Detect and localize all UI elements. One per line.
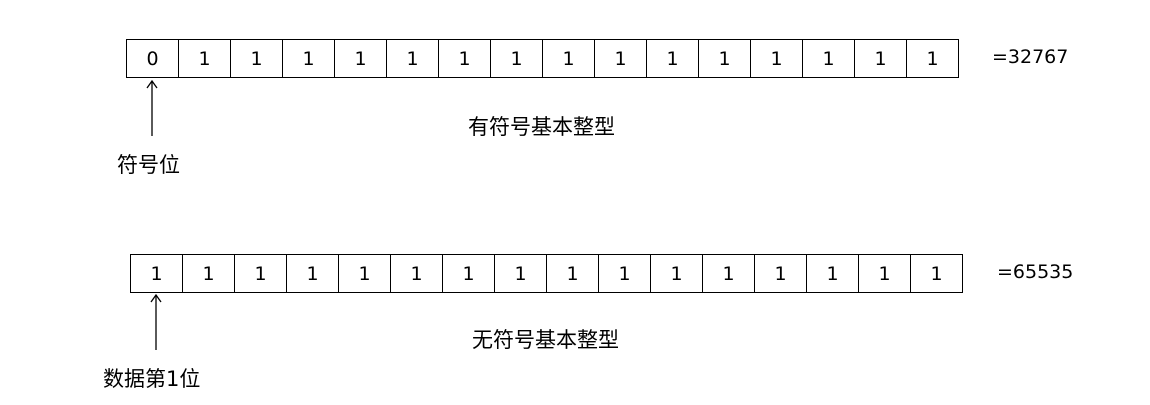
signed-bit-cell: 1: [595, 40, 647, 77]
unsigned-bit-cell: 1: [807, 255, 859, 292]
signed-bit-cell: 1: [907, 40, 959, 77]
signed-bit-cell: 1: [491, 40, 543, 77]
unsigned-bit-cell: 1: [287, 255, 339, 292]
signed-bit-cell: 1: [231, 40, 283, 77]
unsigned-bit-cell: 1: [703, 255, 755, 292]
signed-bit-cell: 1: [387, 40, 439, 77]
unsigned-bit-cell: 1: [495, 255, 547, 292]
signed-bit-cell: 1: [543, 40, 595, 77]
unsigned-bit-cell: 1: [859, 255, 911, 292]
signed-bit-cell: 1: [647, 40, 699, 77]
signed-bit-cell: 1: [283, 40, 335, 77]
unsigned-bit-cell: 1: [755, 255, 807, 292]
unsigned-bit-cell: 1: [391, 255, 443, 292]
signed-bit-cell: 1: [751, 40, 803, 77]
unsigned-bit-cell: 1: [443, 255, 495, 292]
signed-value-label: =32767: [992, 46, 1069, 68]
unsigned-bit-cell: 1: [651, 255, 703, 292]
signed-bit-cell: 1: [439, 40, 491, 77]
signed-bit-cell: 1: [855, 40, 907, 77]
signed-caption: 有符号基本整型: [468, 115, 615, 139]
unsigned-bit-cell: 1: [599, 255, 651, 292]
unsigned-bit-cell: 1: [183, 255, 235, 292]
signed-bit-cell: 1: [335, 40, 387, 77]
unsigned-bit-cell: 1: [547, 255, 599, 292]
sign-bit-label: 符号位: [117, 153, 180, 177]
sign-bit-arrow: [146, 79, 158, 136]
signed-bit-cell: 0: [127, 40, 179, 77]
signed-bit-cell: 1: [179, 40, 231, 77]
unsigned-bit-cell: 1: [235, 255, 287, 292]
unsigned-bit-cell: 1: [911, 255, 963, 292]
signed-bit-cell: 1: [803, 40, 855, 77]
unsigned-bit-cell: 1: [339, 255, 391, 292]
unsigned-caption: 无符号基本整型: [472, 328, 619, 352]
data-bit-label: 数据第1位: [103, 367, 201, 391]
unsigned-value-label: =65535: [997, 261, 1074, 283]
unsigned-bit-cell: 1: [131, 255, 183, 292]
data-bit-arrow: [150, 293, 162, 350]
signed-bit-cell: 1: [699, 40, 751, 77]
